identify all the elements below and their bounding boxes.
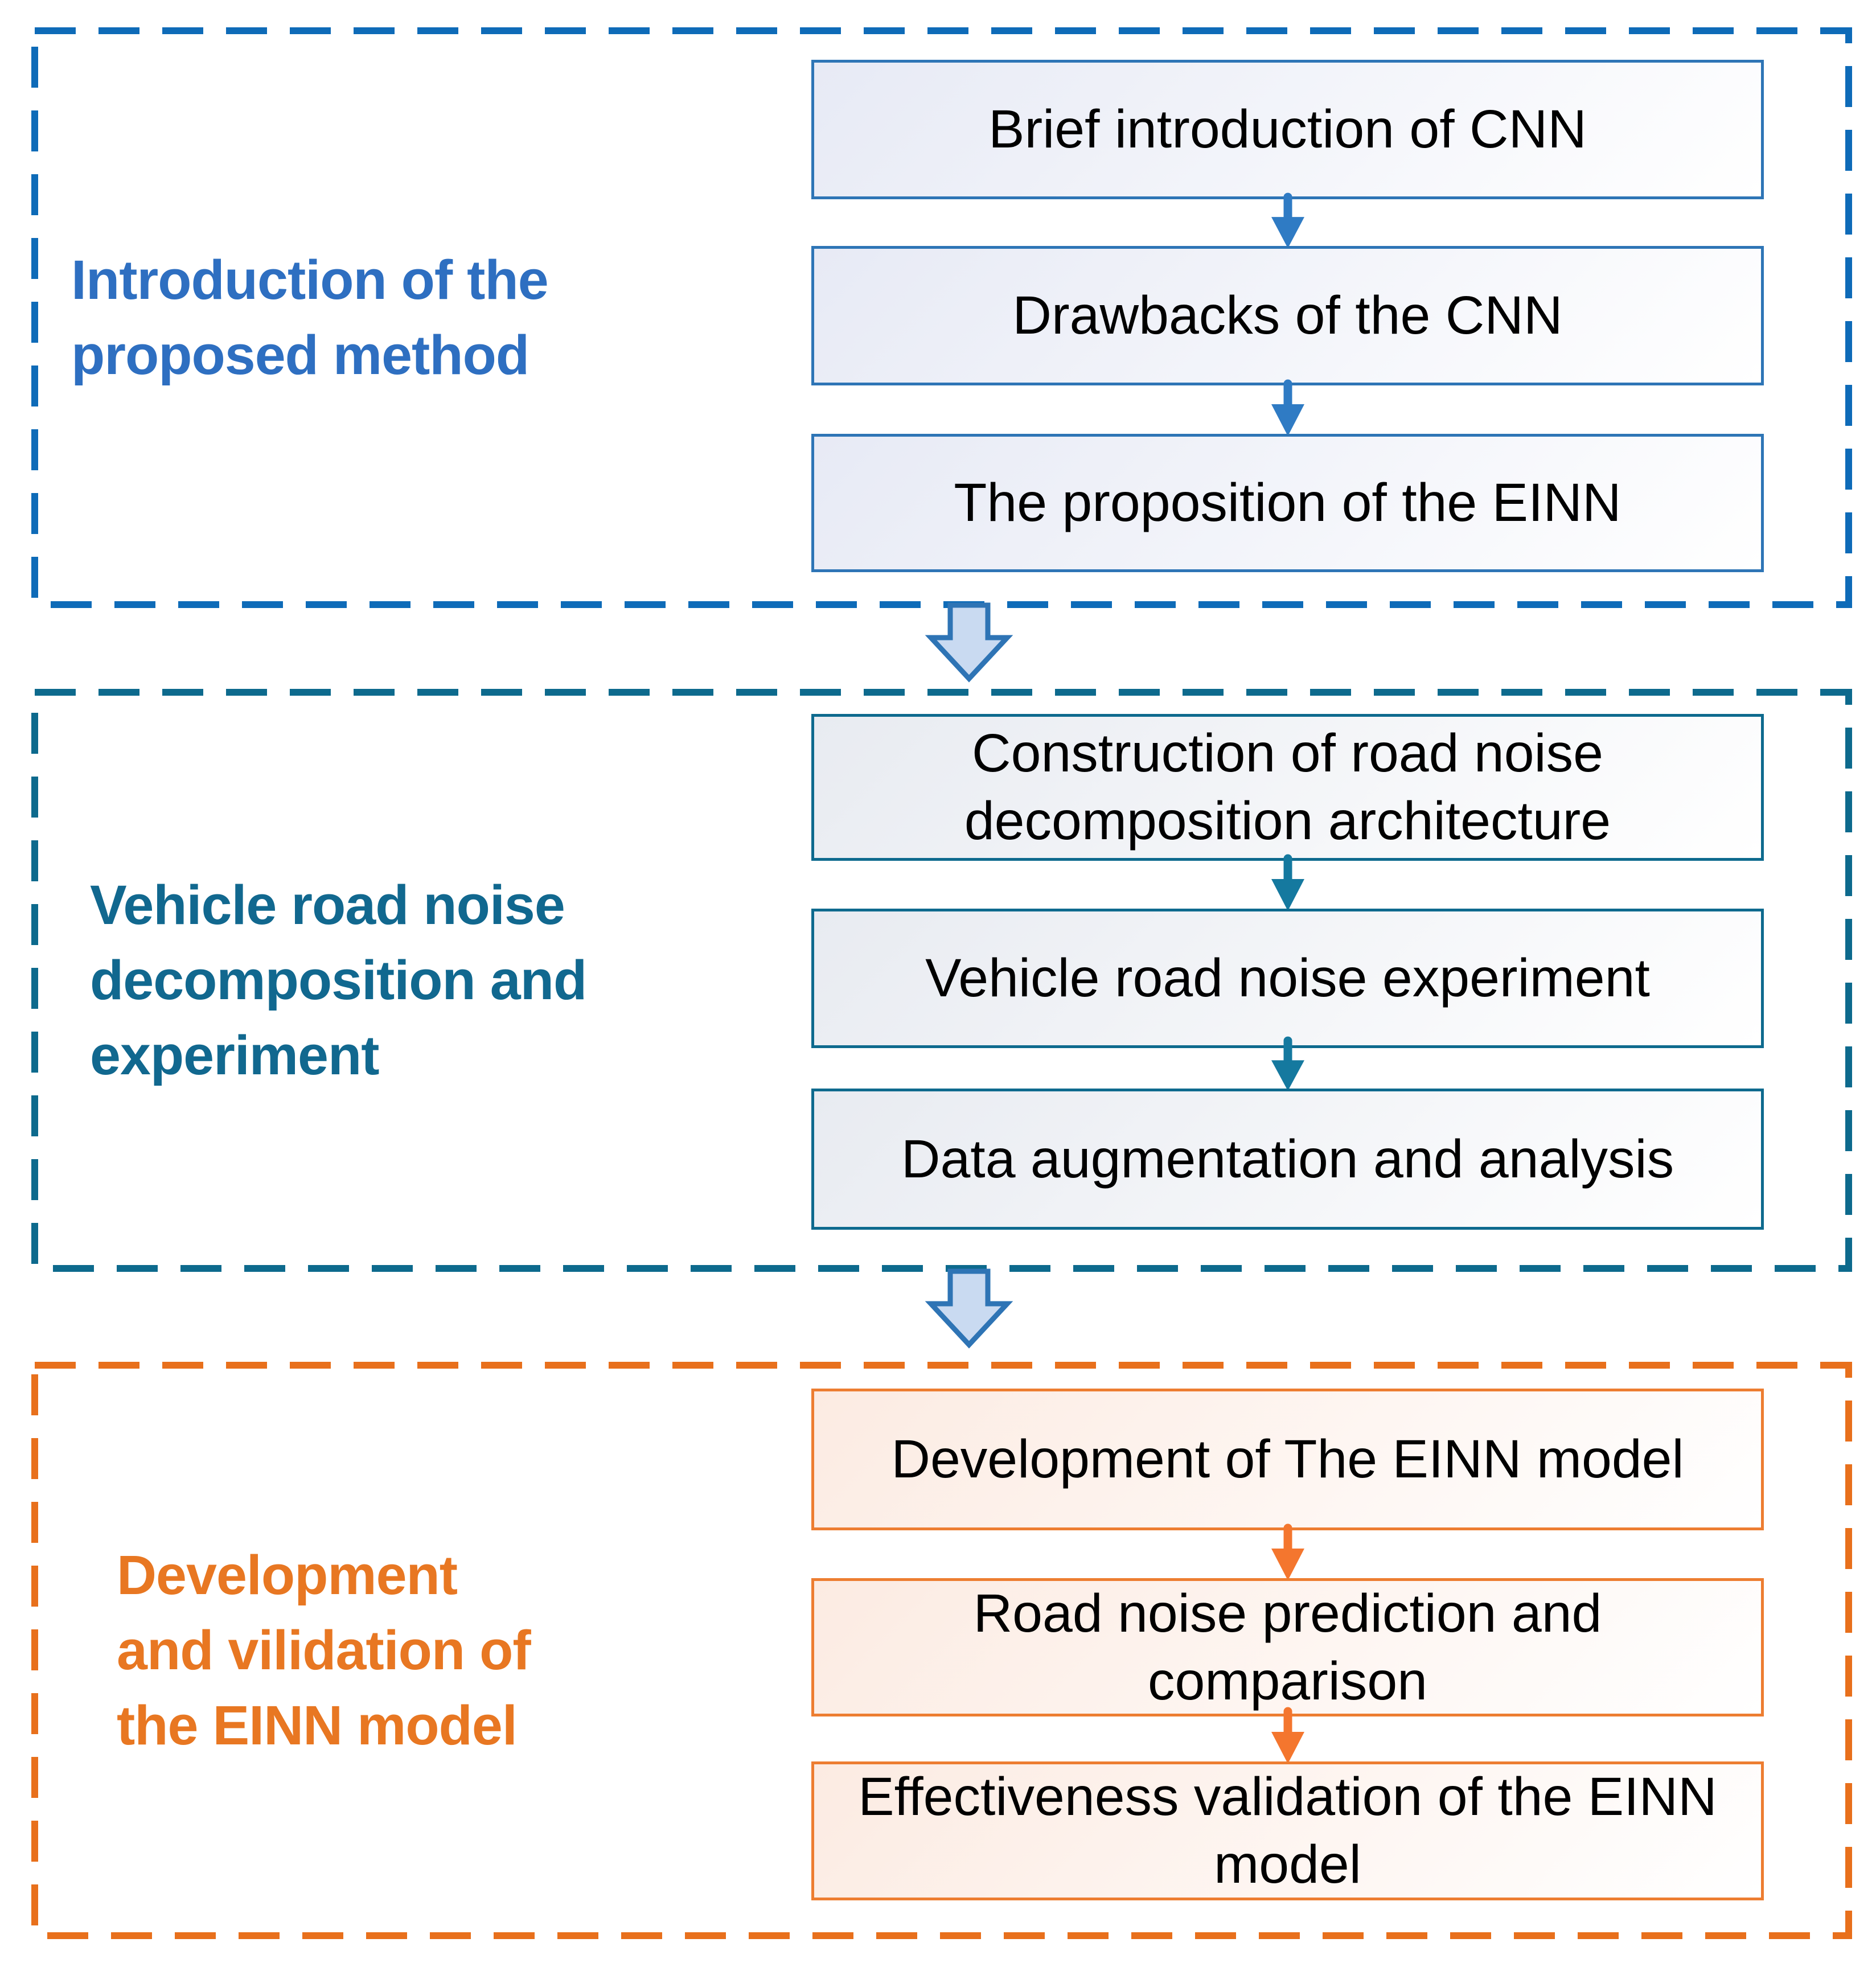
section-2-label: Vehicle road noise decomposition and exp… (90, 689, 802, 1272)
block-down-arrow-icon (925, 1268, 1013, 1349)
section-2-label-line-3: experiment (90, 1024, 380, 1086)
flow-box-text: Brief introduction of CNN (988, 99, 1587, 160)
flow-box-text: The proposition of the EINN (954, 473, 1622, 533)
section-2-label-line-2: decomposition and (90, 949, 587, 1012)
section-1-dashed-border (31, 27, 1852, 608)
section-3-label-line-1: Development (117, 1544, 458, 1607)
flow-box-construction-road-noise-decomposition: Construction of road noise decomposition… (811, 714, 1764, 861)
section-2-dashed-border (31, 689, 1852, 1272)
section-2-label-line-1: Vehicle road noise (90, 874, 565, 937)
flow-box-text: Drawbacks of the CNN (1012, 285, 1563, 346)
flow-box-text: Vehicle road noise experiment (925, 948, 1650, 1009)
flow-box-text: Road noise prediction and comparison (973, 1583, 1602, 1711)
down-arrow-icon (1271, 1707, 1304, 1764)
section-1-label: Introduction of the proposed method (71, 27, 800, 608)
down-arrow-icon (1271, 192, 1304, 248)
flow-box-road-noise-prediction-and-comparison: Road noise prediction and comparison (811, 1578, 1764, 1716)
flow-box-vehicle-road-noise-experiment: Vehicle road noise experiment (811, 909, 1764, 1048)
flow-box-data-augmentation-and-analysis: Data augmentation and analysis (811, 1089, 1764, 1230)
block-down-arrow-icon (925, 602, 1013, 683)
down-arrow-icon (1271, 1036, 1304, 1091)
section-3-label-line-3: the EINN model (117, 1694, 518, 1756)
flow-box-text: Data augmentation and analysis (901, 1128, 1674, 1189)
section-1-label-line-2: proposed method (71, 324, 529, 386)
flow-box-effectiveness-validation-of-the-einn-model: Effectiveness validation of the EINN mod… (811, 1761, 1764, 1900)
flow-box-text: Effectiveness validation of the EINN mod… (858, 1767, 1717, 1895)
section-3-dashed-border (31, 1362, 1852, 1939)
flow-box-proposition-of-the-einn: The proposition of the EINN (811, 434, 1764, 572)
section-1-label-line-1: Introduction of the (71, 249, 549, 311)
flow-box-development-of-the-einn-model: Development of The EINN model (811, 1389, 1764, 1530)
section-3-label-line-2: and vilidation of (117, 1619, 531, 1682)
down-arrow-icon (1271, 379, 1304, 436)
flow-box-text: Construction of road noise decomposition… (964, 723, 1611, 851)
flow-box-drawbacks-of-the-cnn: Drawbacks of the CNN (811, 246, 1764, 385)
flow-box-brief-introduction-of-cnn: Brief introduction of CNN (811, 60, 1764, 199)
section-3-label: Development and vilidation of the EINN m… (117, 1362, 800, 1939)
down-arrow-icon (1271, 854, 1304, 911)
flow-box-text: Development of The EINN model (891, 1429, 1684, 1490)
down-arrow-icon (1271, 1523, 1304, 1580)
